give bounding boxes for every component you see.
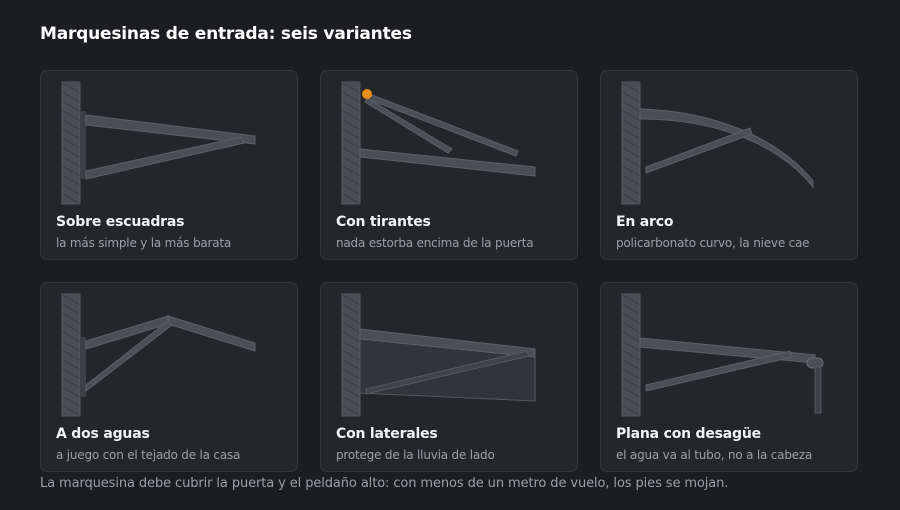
side-panel-canopy-illustration [341, 293, 536, 417]
page-title: Marquesinas de entrada: seis variantes [40, 24, 412, 44]
wall-plate [80, 111, 86, 179]
card-plana-con-desague: Plana con desagüe el agua va al tubo, no… [600, 282, 858, 472]
card-subtitle: protege de la lluvia de lado [336, 448, 495, 462]
card-title: En arco [616, 214, 674, 230]
wall [341, 81, 361, 205]
card-title: A dos aguas [56, 426, 150, 442]
support-strut [645, 350, 793, 392]
anchor-point [362, 89, 372, 99]
card-a-dos-aguas: A dos aguas a juego con el tejado de la … [40, 282, 298, 472]
canopy-roof [85, 114, 256, 145]
card-subtitle: el agua va al tubo, no a la cabeza [616, 448, 813, 462]
arched-canopy-illustration [621, 81, 814, 205]
variants-grid: Sobre escuadras la más simple y la más b… [40, 70, 860, 474]
wall [341, 293, 361, 417]
card-sobre-escuadras: Sobre escuadras la más simple y la más b… [40, 70, 298, 260]
support-strut [365, 350, 530, 395]
gable-roof-right [167, 315, 256, 352]
wall [621, 293, 641, 417]
card-title: Con laterales [336, 426, 438, 442]
wall [61, 81, 81, 205]
footnote: La marquesina debe cubrir la puerta y el… [40, 476, 729, 491]
canopy-roof [639, 337, 816, 364]
card-con-laterales: Con laterales protege de la lluvia de la… [320, 282, 578, 472]
downpipe [814, 366, 822, 414]
card-subtitle: nada estorba encima de la puerta [336, 236, 534, 250]
card-subtitle: a juego con el tejado de la casa [56, 448, 241, 462]
gable-canopy-illustration [61, 293, 256, 417]
tie-rod-lower [364, 97, 453, 154]
support-strut [645, 127, 753, 174]
arched-roof [639, 108, 814, 189]
bracket-canopy-illustration [61, 81, 256, 205]
support-strut [85, 320, 173, 393]
wall [621, 81, 641, 205]
card-subtitle: la más simple y la más barata [56, 236, 232, 250]
card-subtitle: policarbonato curvo, la nieve cae [616, 236, 810, 250]
canopy-roof [359, 148, 536, 177]
bracket-strut [85, 136, 245, 180]
canopy-roof [359, 328, 536, 358]
wall-plate [80, 337, 86, 397]
card-con-tirantes: Con tirantes nada estorba encima de la p… [320, 70, 578, 260]
wall [61, 293, 81, 417]
card-title: Plana con desagüe [616, 426, 761, 442]
card-en-arco: En arco policarbonato curvo, la nieve ca… [600, 70, 858, 260]
card-title: Con tirantes [336, 214, 431, 230]
card-title: Sobre escuadras [56, 214, 185, 230]
flat-drain-canopy-illustration [621, 293, 824, 417]
tie-rod-canopy-illustration [341, 81, 536, 205]
